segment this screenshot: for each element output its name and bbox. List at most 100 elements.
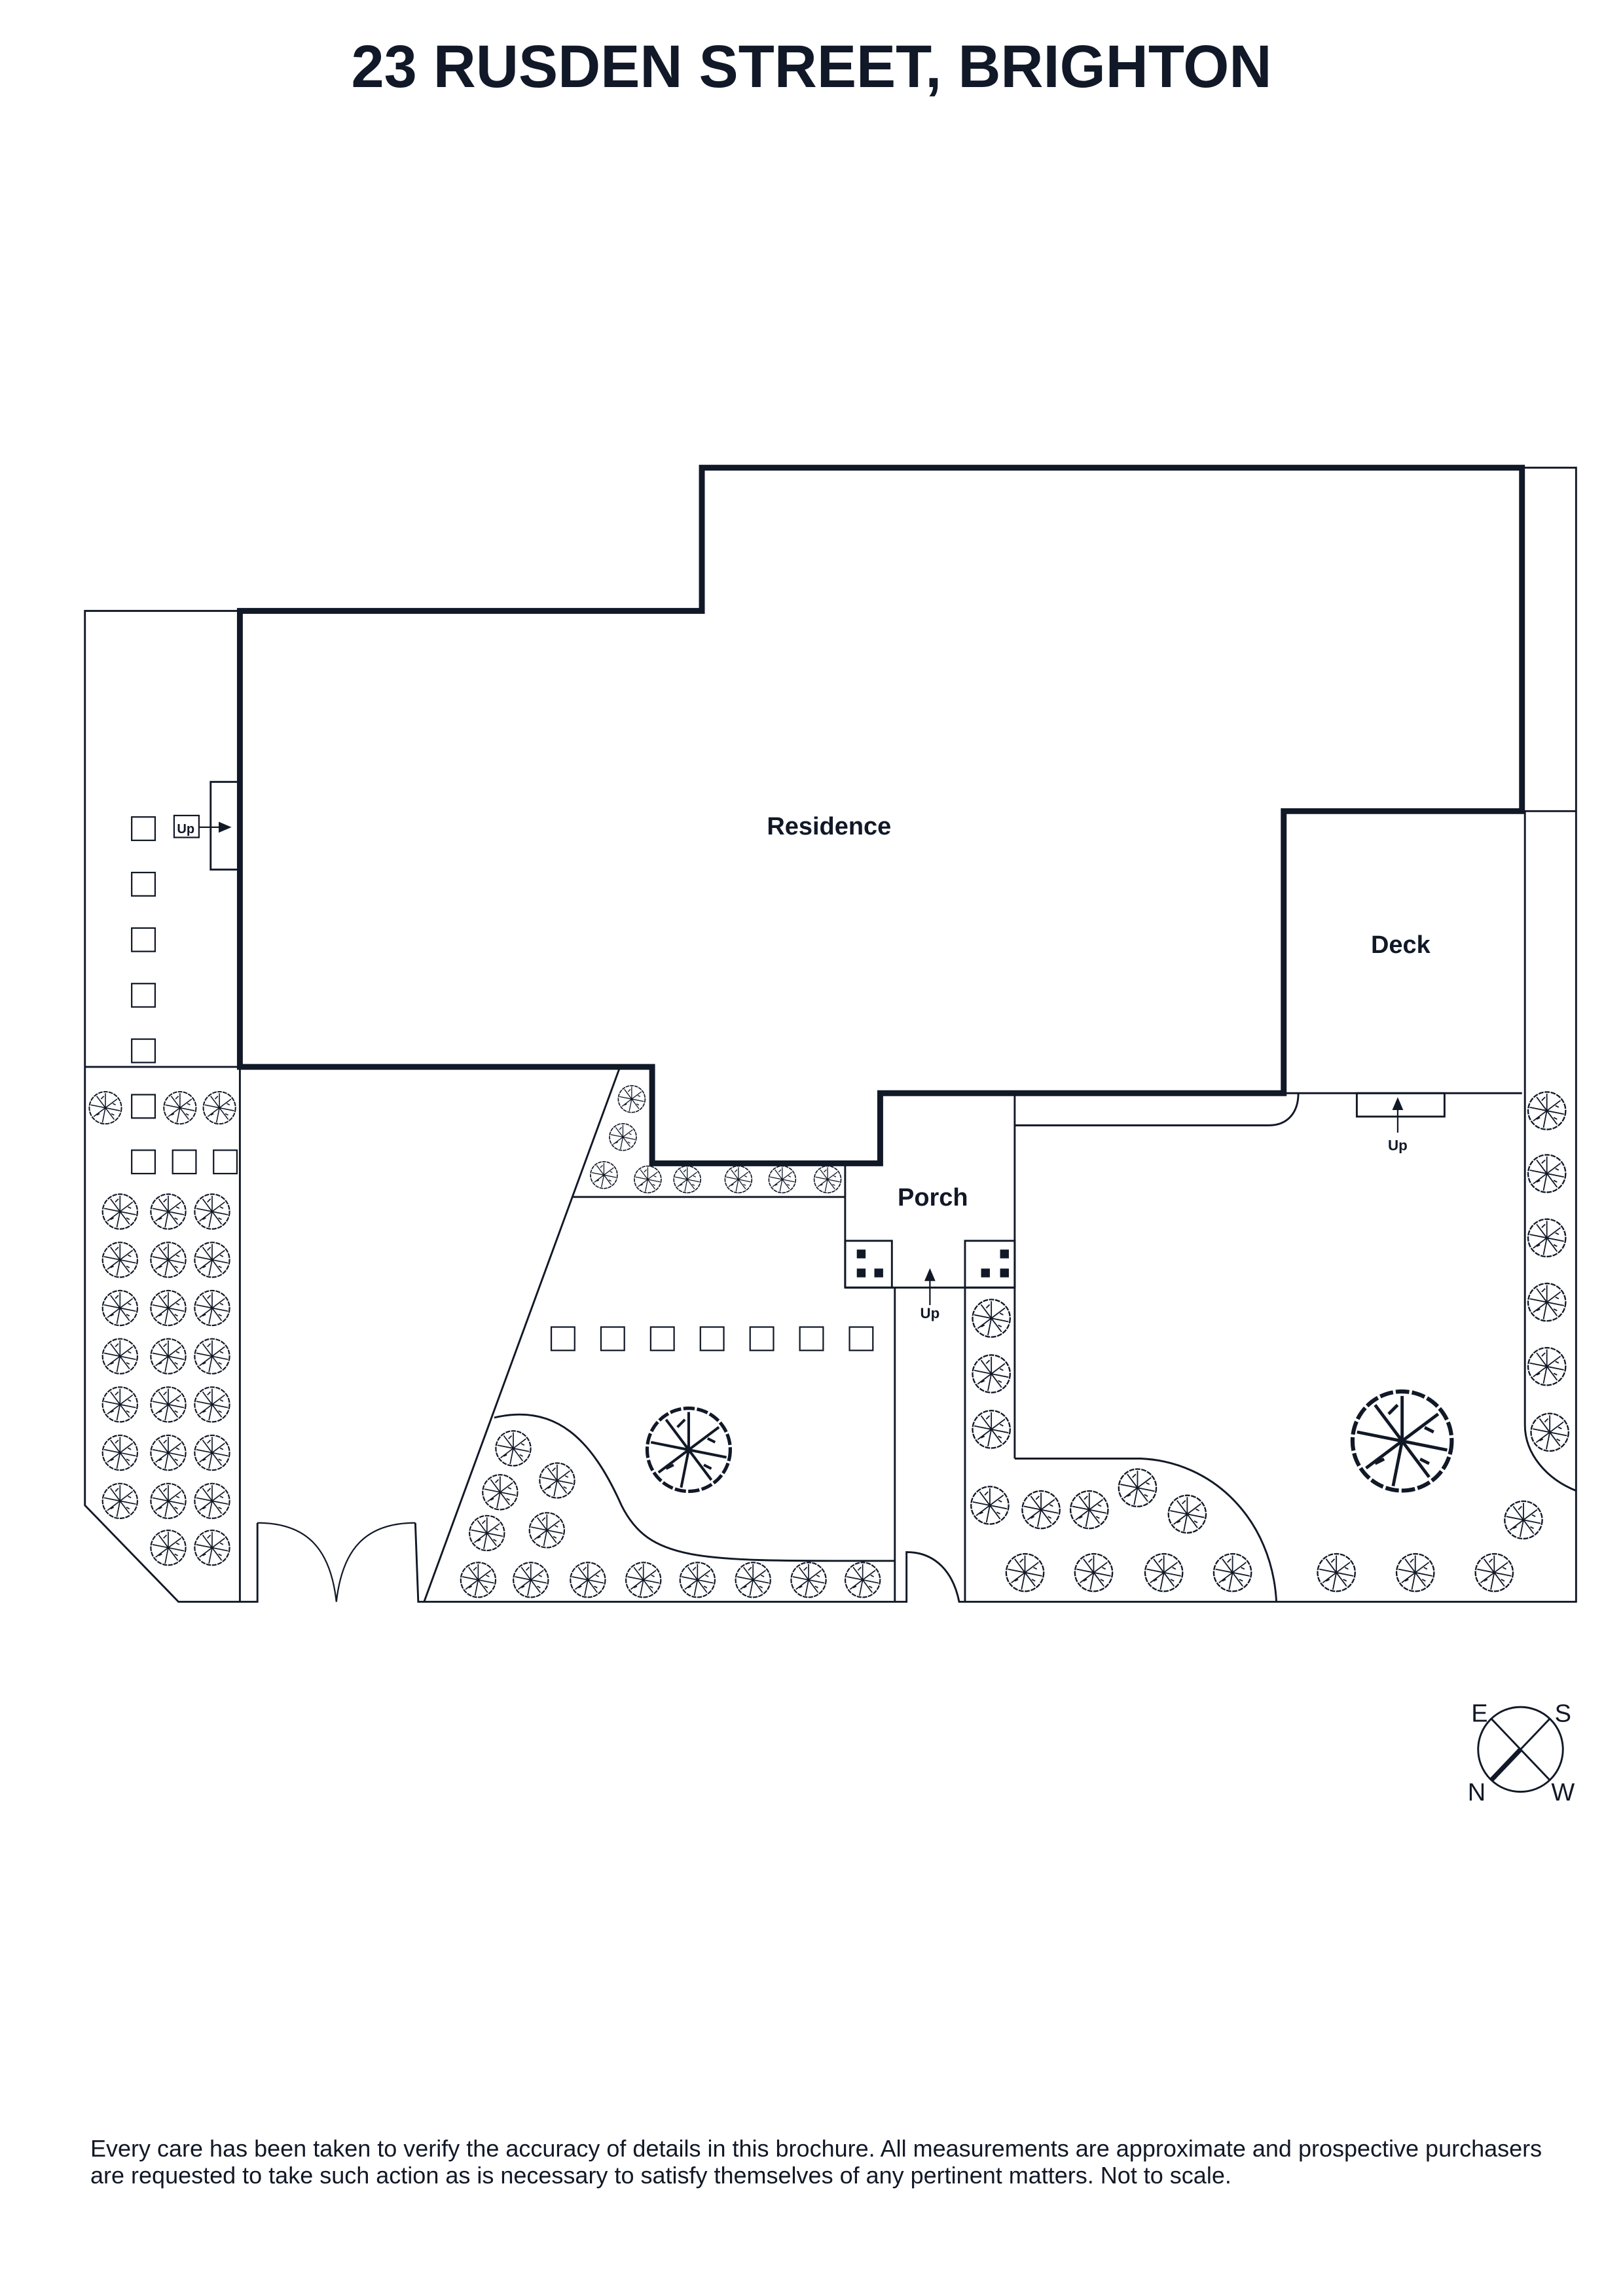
tree-icon [101,1434,139,1471]
tree-icon [768,1165,797,1194]
paving-stone [550,1326,575,1352]
tree-icon [194,1193,230,1230]
compass-s: S [1555,1700,1571,1727]
tree-icon [528,1512,566,1549]
tree-icon [194,1482,230,1519]
compass-icon [1477,1706,1564,1793]
tree-icon [101,1338,139,1374]
tree-icon [972,1410,1011,1449]
tree-icon [724,1165,753,1194]
tree-icon [513,1562,549,1598]
paving-stone [600,1326,625,1352]
tree-icon [590,1161,618,1189]
paving-stone [799,1326,824,1352]
tree-icon [673,1165,702,1194]
compass-e: E [1471,1700,1487,1727]
tree-icon [194,1434,230,1471]
tree-icon [101,1386,139,1423]
tree-icon [1527,1154,1567,1193]
tree-icon [970,1486,1010,1525]
paving-stone [131,816,156,842]
tree-icon [101,1482,139,1519]
paving-stones [131,816,874,1352]
tree-icon [469,1515,505,1552]
tree-icon [1144,1552,1184,1592]
tree-icon [1213,1552,1252,1592]
tree-icon [617,1085,646,1113]
tree-icon [101,1193,139,1230]
tree-icon [1118,1468,1158,1507]
tree-icon [972,1299,1011,1338]
room-label-deck: Deck [1371,931,1431,959]
site-boundary [84,467,1577,1603]
tree-icon [1527,1218,1567,1258]
tree-icon [482,1474,519,1511]
paving-stone [131,982,156,1008]
tree-icon [150,1386,187,1423]
tree-icon [790,1562,827,1598]
paving-stone [848,1326,874,1352]
tree-icon [609,1122,637,1151]
disclaimer: Every care has been taken to verify the … [90,2135,1542,2189]
tree-icon [202,1091,236,1125]
tree-icon [735,1562,771,1598]
tree-icon [1317,1552,1356,1592]
tree-icon [150,1530,187,1566]
paving-stone [131,1038,156,1064]
tree-icon [1395,1552,1435,1592]
tree-icon [1353,1391,1451,1490]
paving-stone [213,1149,238,1175]
tree-icon [194,1289,230,1327]
paving-stone [131,927,156,952]
tree-icon [1504,1500,1543,1540]
tree-icon [88,1091,122,1125]
planter-pots [856,1249,1009,1278]
tree-icon [625,1562,662,1598]
tree-icon [194,1386,230,1423]
paving-stone [649,1326,675,1352]
stair-label-deck: Up [1388,1137,1408,1153]
tree-icon [194,1242,230,1278]
tree-icon [194,1530,230,1566]
paving-stone [131,1149,156,1175]
compass-n: N [1468,1779,1486,1806]
paving-stone [172,1149,197,1175]
tree-icon [460,1562,497,1598]
tree-icon [844,1562,881,1598]
tree-icon [1069,1490,1109,1530]
tree-icon [150,1289,187,1327]
paving-stone [749,1326,775,1352]
stair-label-porch: Up [920,1305,939,1321]
tree-icon [1074,1552,1114,1592]
tree-icon [495,1430,532,1467]
page-title: 23 RUSDEN STREET, BRIGHTON [351,33,1272,100]
compass-w: W [1551,1779,1575,1806]
stair-arrows [173,814,1404,1306]
tree-icon [1530,1412,1569,1452]
tree-icon [1474,1552,1514,1592]
stair-label-side: Up [177,822,194,836]
tree-icon [813,1165,842,1194]
tree-icon [1527,1091,1567,1130]
tree-icon [194,1338,230,1374]
tree-icon [101,1289,139,1327]
tree-icon [1167,1494,1207,1534]
tree-icon [634,1165,662,1194]
tree-icon [101,1242,139,1278]
tree-icon [150,1242,187,1278]
tree-icon [150,1338,187,1374]
tree-icon [1527,1347,1567,1386]
room-label-porch: Porch [898,1184,968,1211]
tree-icon [1527,1282,1567,1322]
compass: E S N W [1468,1700,1575,1806]
tree-icon [539,1462,575,1499]
tree-icon [1005,1552,1045,1592]
tree-icon [679,1562,716,1598]
tree-icon [150,1482,187,1519]
residence-outline [236,465,1525,1166]
paving-stone [699,1326,725,1352]
tree-icon [1021,1490,1061,1530]
tree-icon [570,1562,606,1598]
tree-icon [163,1091,197,1125]
